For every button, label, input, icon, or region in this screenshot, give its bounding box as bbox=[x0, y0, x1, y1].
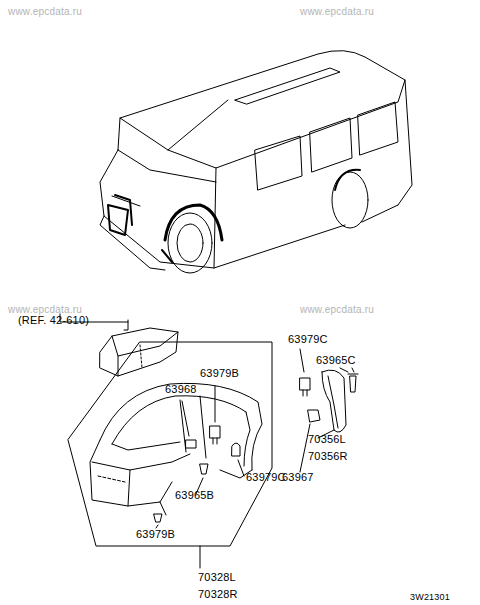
watermark: www.epcdata.ru bbox=[8, 6, 82, 18]
callout-number: 63968 bbox=[165, 383, 197, 395]
callout-number: 63965C bbox=[316, 354, 356, 366]
part-number: 70328R bbox=[198, 588, 238, 600]
watermark: www.epcdata.ru bbox=[300, 304, 374, 316]
callout-number: 63979C bbox=[288, 333, 328, 345]
van-drawing bbox=[100, 51, 412, 273]
part-number: 70356L bbox=[308, 433, 346, 445]
mud-guard-part bbox=[300, 349, 358, 472]
callout-number: 63979C bbox=[246, 471, 286, 483]
diagram-code: 3W21301 bbox=[410, 591, 450, 603]
group-bracket bbox=[68, 342, 272, 546]
reference-note: (REF. 42-610) bbox=[18, 314, 89, 326]
fender-liner bbox=[90, 383, 262, 515]
mud-guard-part bbox=[352, 368, 354, 372]
callout-number: 63965B bbox=[175, 489, 214, 501]
callout-number: 63967 bbox=[282, 471, 314, 483]
part-number: 70356R bbox=[308, 450, 348, 462]
leader-line bbox=[156, 386, 244, 528]
callout-number: 63979B bbox=[136, 528, 175, 540]
watermark: www.epcdata.ru bbox=[300, 6, 374, 18]
leader-line bbox=[200, 546, 201, 568]
part-number: 70328L bbox=[198, 571, 236, 583]
clip-symbol bbox=[154, 426, 240, 522]
callout-number: 63979B bbox=[200, 367, 239, 379]
